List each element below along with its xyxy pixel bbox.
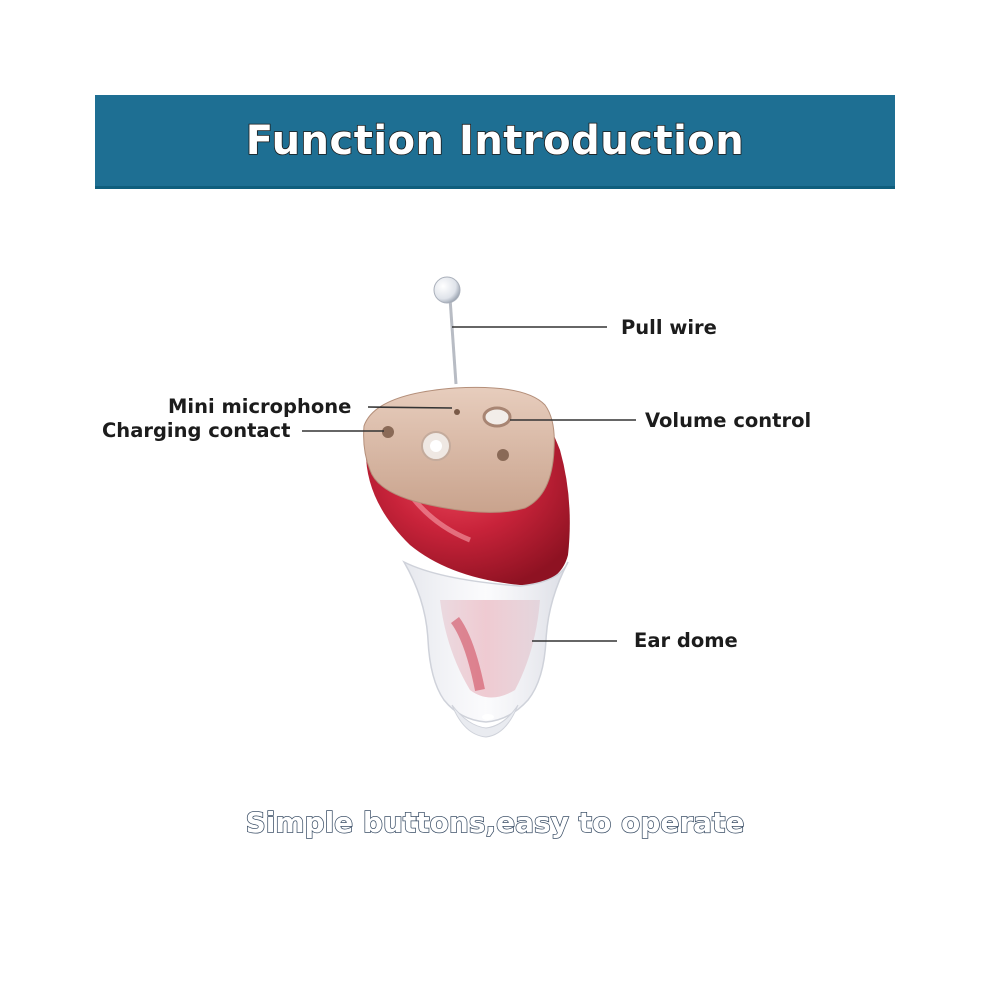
charging-contact-dot bbox=[382, 426, 394, 438]
page-title: Function Introduction bbox=[245, 117, 745, 165]
header-banner: Function Introduction bbox=[95, 95, 895, 189]
callout-charging-contact: Charging contact bbox=[102, 419, 291, 442]
mini-microphone-pointer bbox=[367, 406, 453, 409]
pull-wire-line bbox=[448, 297, 458, 385]
ear-dome bbox=[402, 560, 569, 723]
microphone-hole bbox=[454, 409, 460, 415]
callout-ear-dome: Ear dome bbox=[634, 629, 738, 652]
tagline: Simple buttons,easy to operate bbox=[245, 805, 745, 840]
callout-volume-control: Volume control bbox=[645, 409, 812, 432]
callout-pull-wire: Pull wire bbox=[621, 316, 717, 339]
volume-button bbox=[482, 406, 512, 428]
callout-mini-microphone: Mini microphone bbox=[168, 395, 352, 418]
pull-wire-ball bbox=[433, 276, 461, 304]
